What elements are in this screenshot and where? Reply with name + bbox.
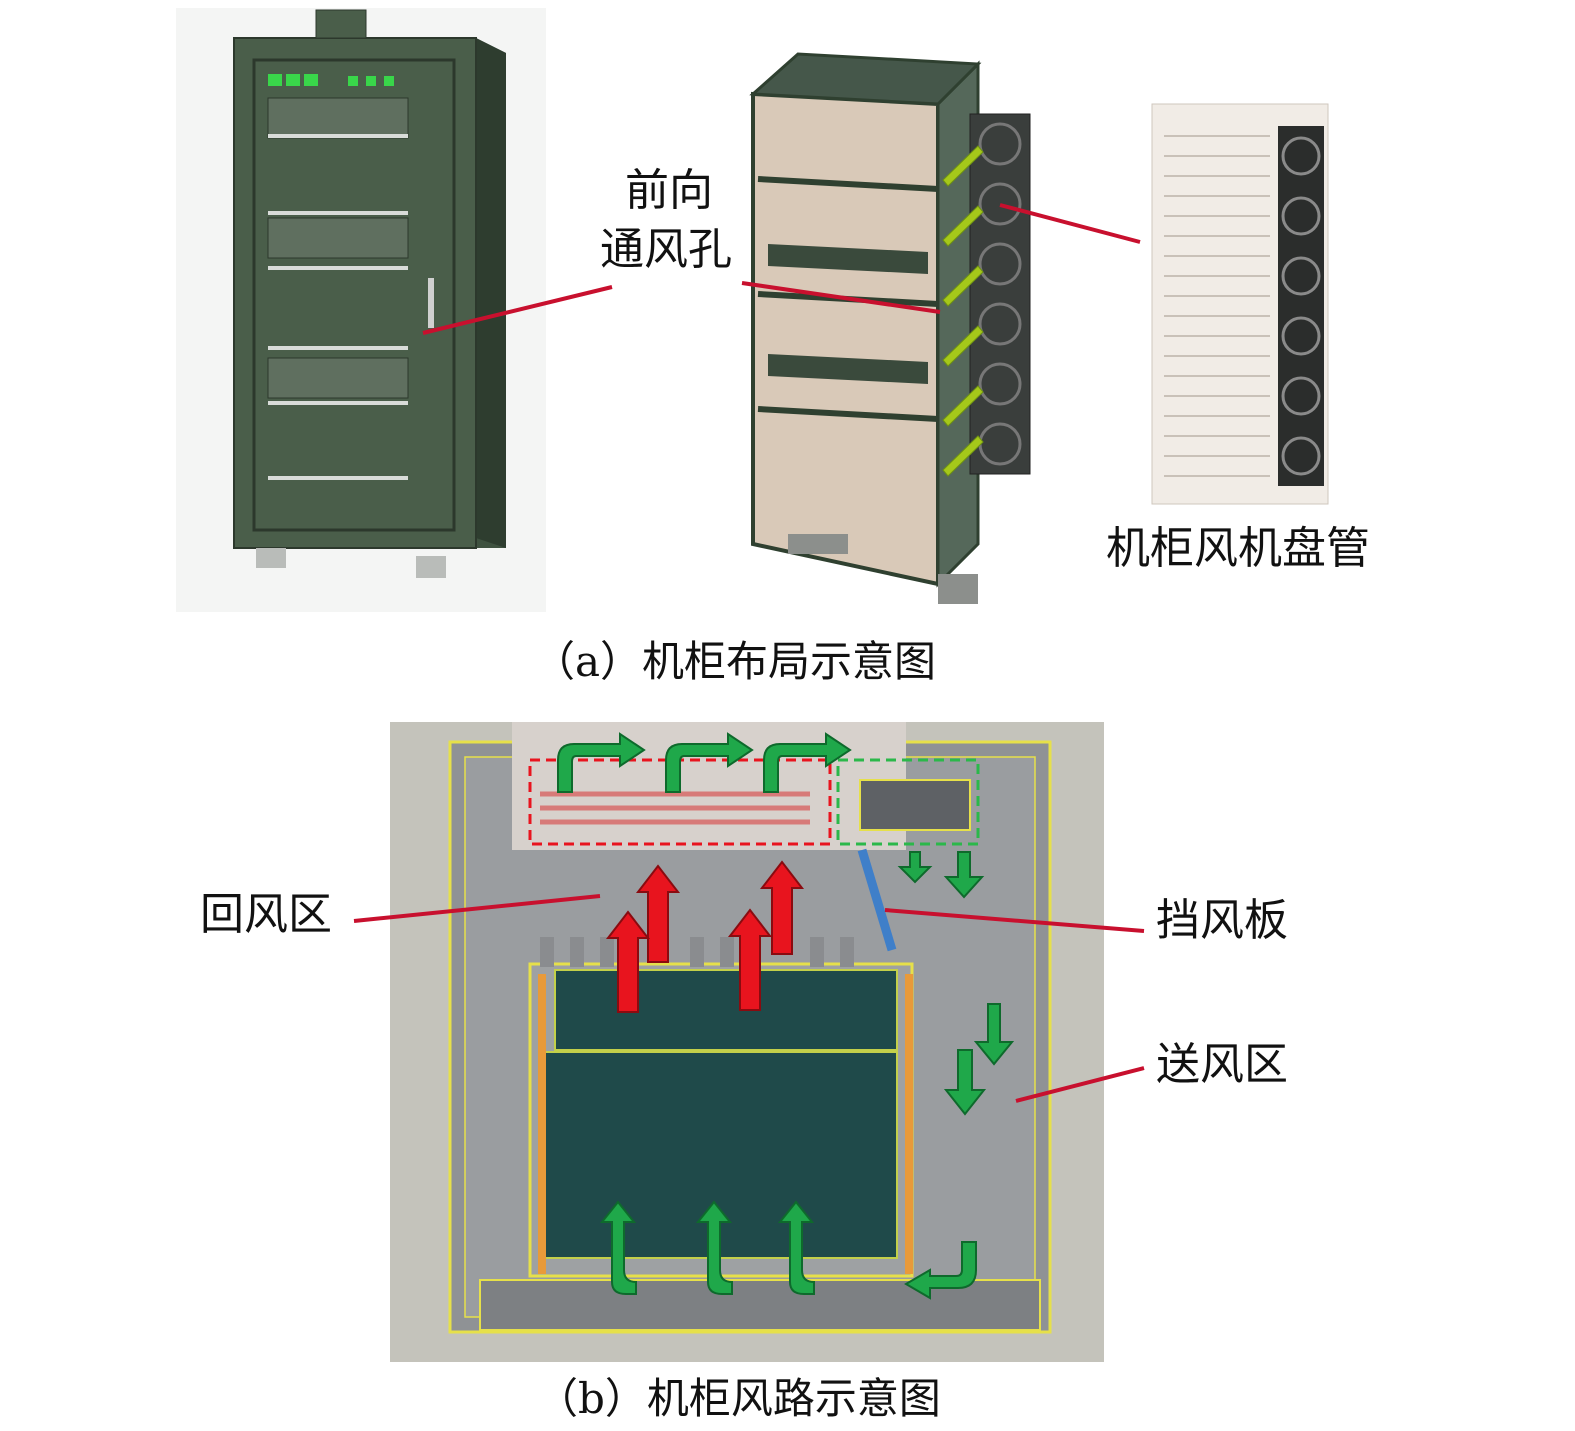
baffle-leader-line bbox=[884, 908, 1145, 933]
fan-coil-leader-line bbox=[999, 203, 1141, 244]
caption-b: （b）机柜风路示意图 bbox=[536, 1374, 941, 1423]
front-vent-leader-line-left bbox=[422, 285, 613, 335]
front-vent-label-line1: 前向 bbox=[625, 165, 713, 216]
top-annotation-lines bbox=[422, 203, 1141, 335]
supply-zone-leader-line bbox=[1015, 1066, 1145, 1103]
supply-zone-label: 送风区 bbox=[1156, 1039, 1288, 1090]
airflow-diagram bbox=[390, 722, 1104, 1362]
baffle-label: 挡风板 bbox=[1156, 895, 1288, 946]
return-zone-label: 回风区 bbox=[200, 889, 332, 940]
fan-coil-unit-image bbox=[1151, 103, 1329, 505]
closed-cabinet-image bbox=[176, 8, 546, 612]
front-vent-label-line2: 通风孔 bbox=[600, 224, 732, 275]
baffle bbox=[857, 848, 897, 952]
front-vent-leader-line-right bbox=[741, 281, 941, 314]
fan-coil-label: 机柜风机盘管 bbox=[1106, 523, 1370, 574]
return-zone-leader-line bbox=[353, 894, 601, 923]
fan-zone bbox=[836, 758, 980, 846]
open-cabinet-image bbox=[738, 4, 1058, 614]
bottom-annotation-lines bbox=[353, 894, 1145, 1103]
caption-a: （a）机柜布局示意图 bbox=[533, 637, 937, 686]
upper-board bbox=[554, 969, 898, 1051]
